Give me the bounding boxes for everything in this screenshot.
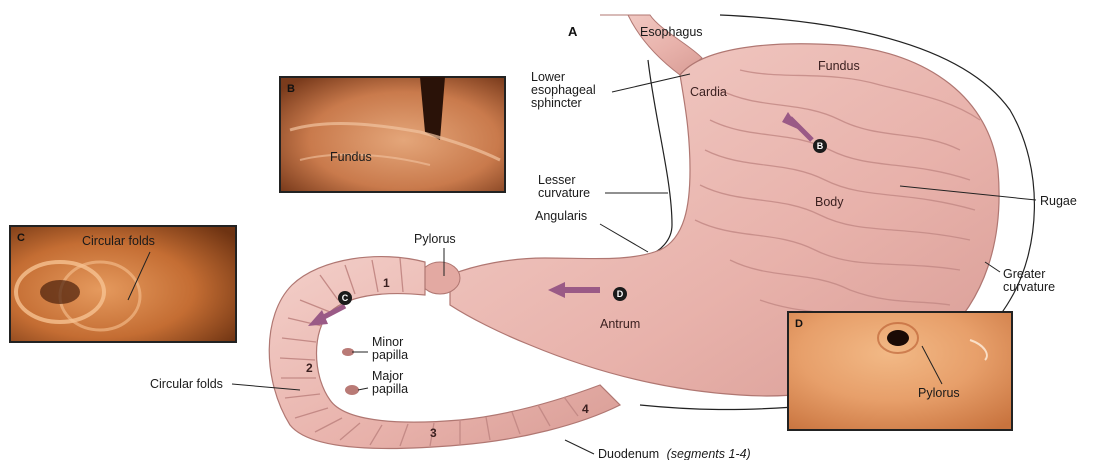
- label-duodenum: Duodenum (segments 1-4): [598, 447, 751, 460]
- label-cardia: Cardia: [690, 85, 727, 99]
- segment-1: 1: [383, 276, 390, 290]
- label-fundus: Fundus: [818, 59, 860, 73]
- inset-pylorus: D Pylorus: [788, 312, 1012, 430]
- label-les: Lower esophageal sphincter: [531, 70, 599, 110]
- label-minor-papilla: Minor papilla: [372, 335, 408, 362]
- label-greater-curvature: Greater curvature: [1003, 267, 1055, 294]
- label-circular-folds: Circular folds: [150, 377, 223, 391]
- label-rugae: Rugae: [1040, 194, 1077, 208]
- inset-circular-folds-label: Circular folds: [82, 234, 155, 248]
- lesser-curvature-outline: [648, 60, 672, 255]
- segment-3: 3: [430, 426, 437, 440]
- inset-fundus-label: Fundus: [330, 150, 372, 164]
- esophagus-shape: [600, 15, 702, 75]
- svg-text:B: B: [817, 141, 824, 151]
- label-esophagus: Esophagus: [640, 25, 703, 39]
- svg-text:D: D: [795, 318, 803, 330]
- marker-d: D: [613, 287, 627, 301]
- label-pylorus: Pylorus: [414, 232, 456, 246]
- svg-text:C: C: [342, 293, 349, 303]
- svg-text:D: D: [617, 289, 624, 299]
- label-antrum: Antrum: [600, 317, 640, 331]
- svg-text:B: B: [287, 83, 295, 95]
- label-body: Body: [815, 195, 844, 209]
- marker-c: C: [338, 291, 352, 305]
- label-major-papilla: Major papilla: [372, 369, 408, 396]
- marker-b: B: [813, 139, 827, 153]
- segment-4: 4: [582, 402, 589, 416]
- label-lesser-curvature: Lesser curvature: [538, 173, 590, 200]
- panel-letter-a: A: [568, 24, 578, 39]
- pylorus-sphincter: [420, 262, 460, 294]
- svg-text:C: C: [17, 232, 25, 244]
- segment-2: 2: [306, 361, 313, 375]
- inset-fundus: B Fundus: [280, 77, 505, 192]
- inset-pylorus-label: Pylorus: [918, 386, 960, 400]
- label-angularis: Angularis: [535, 209, 587, 223]
- major-papilla-mark: [345, 385, 359, 395]
- inset-circular-folds: C Circular folds: [10, 226, 236, 342]
